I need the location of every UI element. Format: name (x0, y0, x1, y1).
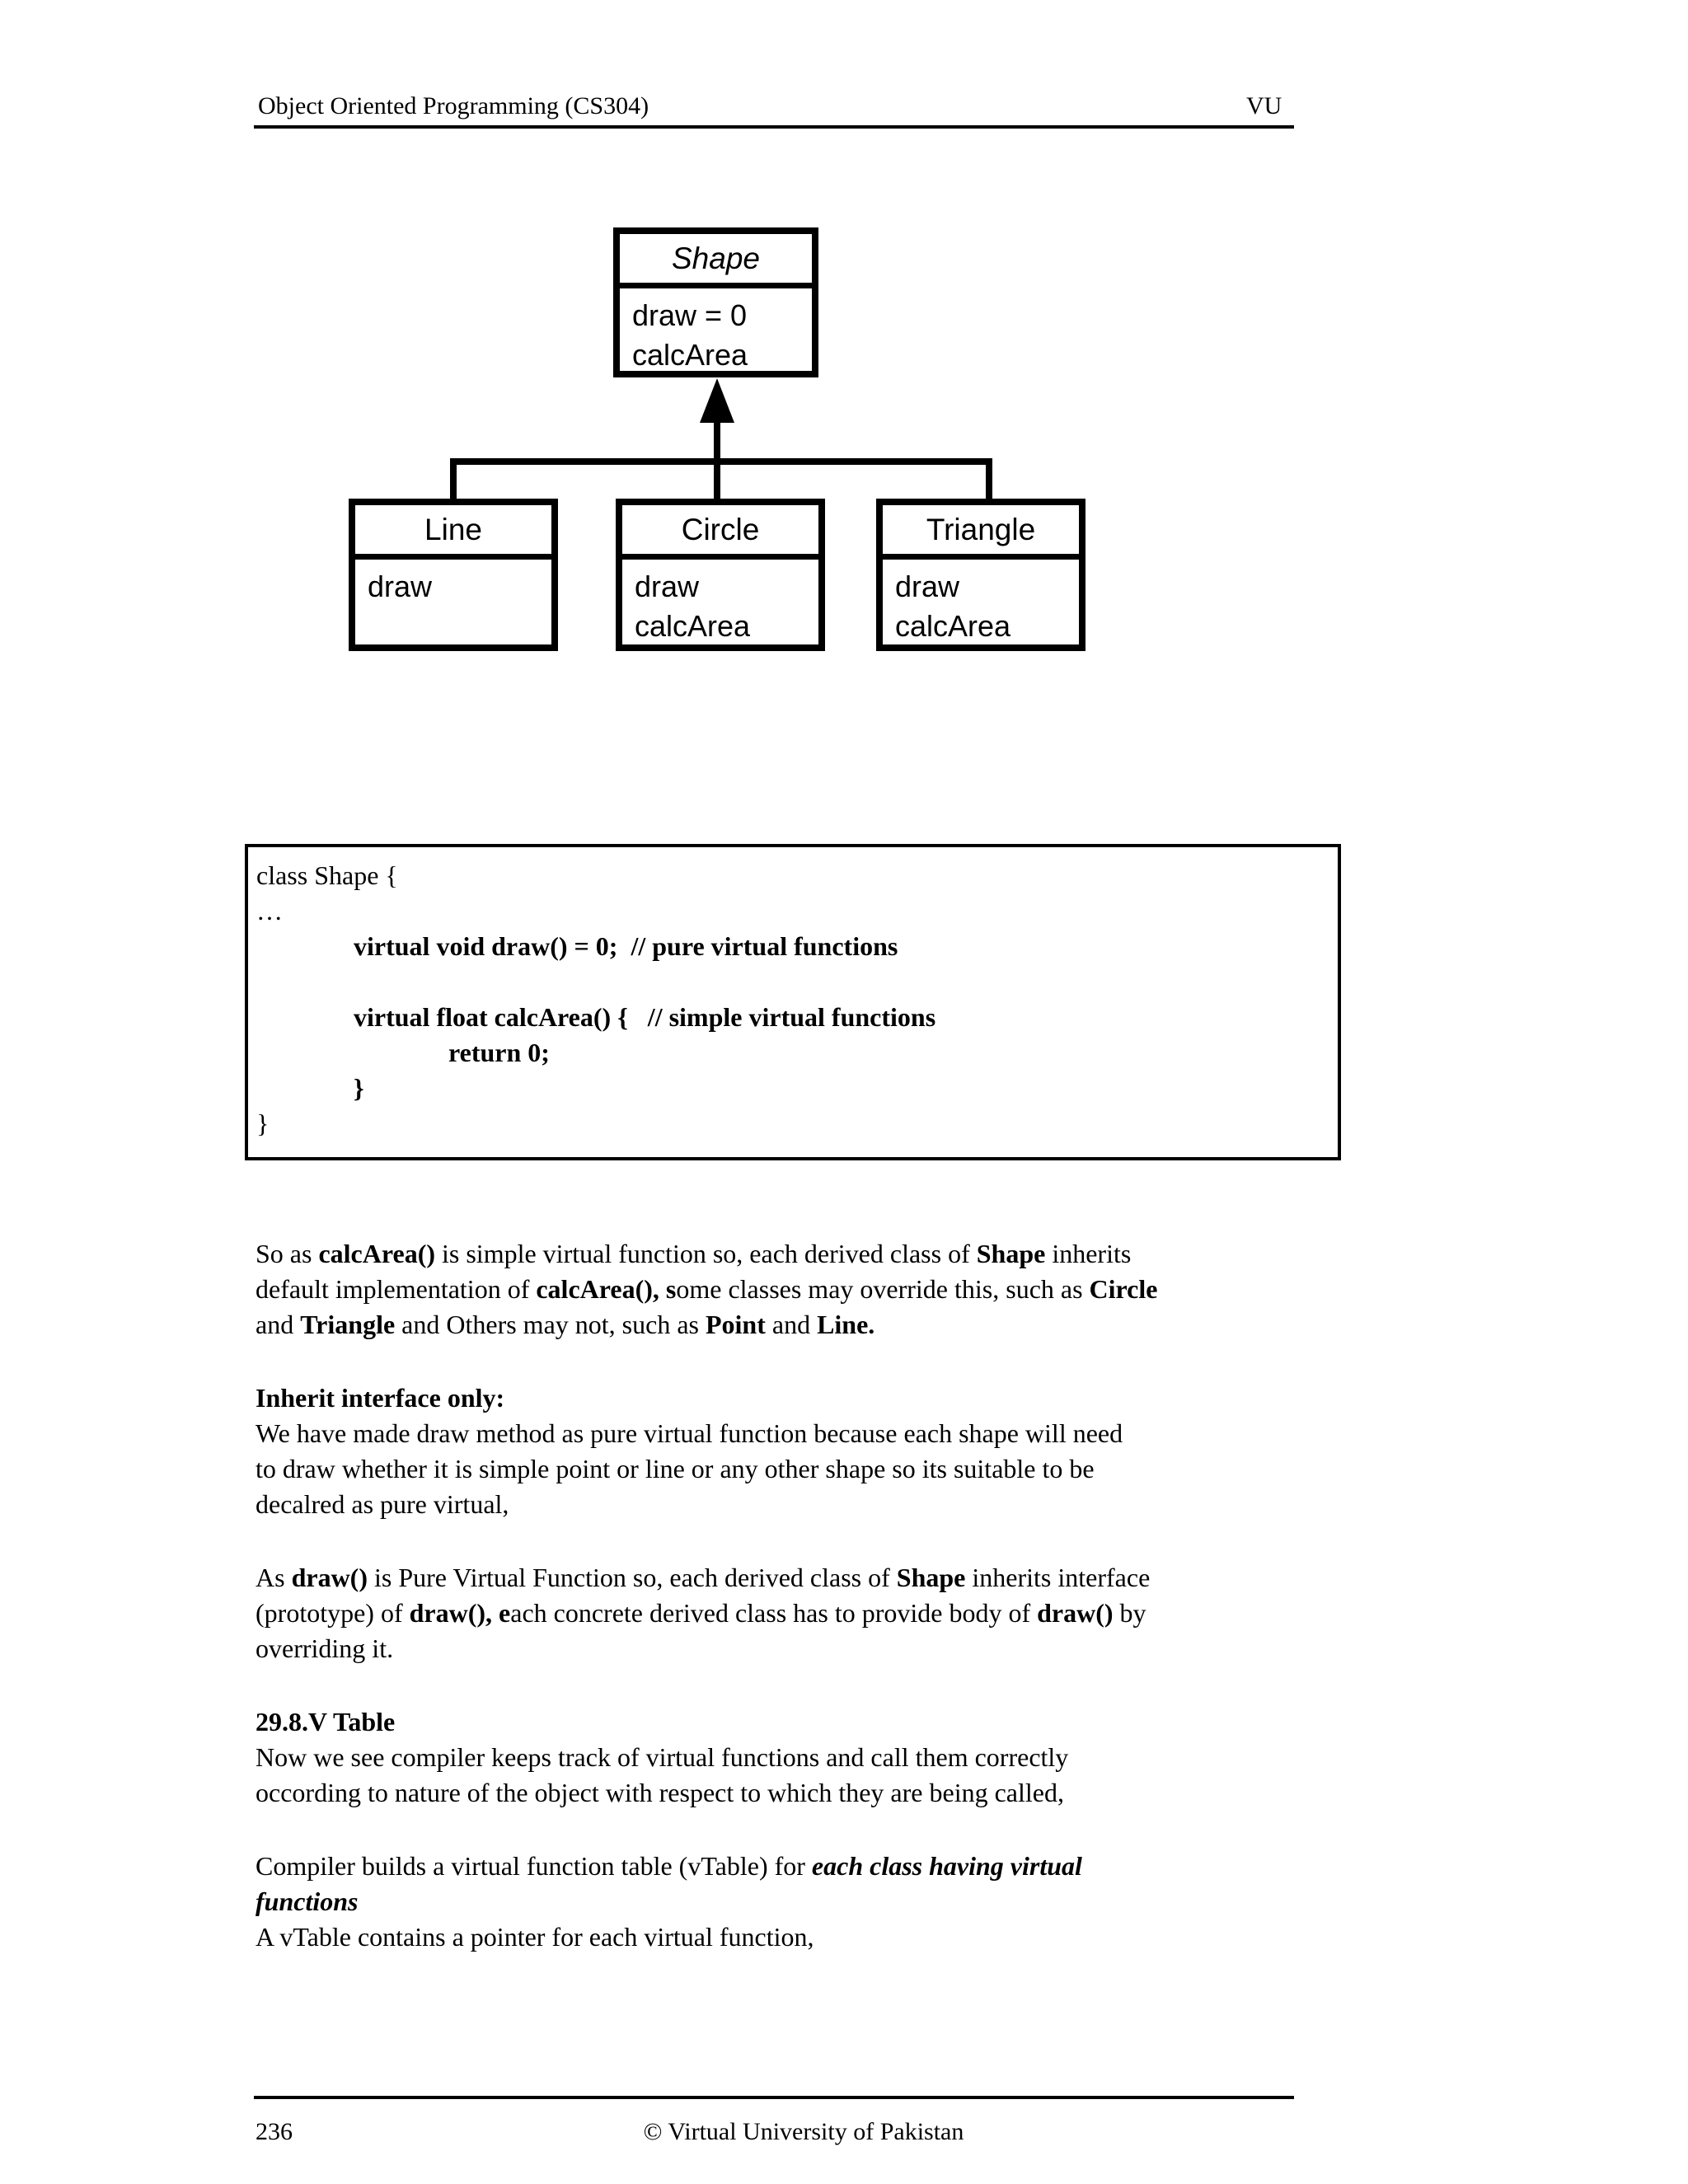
emphasized-text: draw(), e (409, 1598, 511, 1628)
emphasized-text: calcArea() (318, 1239, 435, 1268)
text-line: 29.8.V Table (256, 1704, 1319, 1740)
plain-text: overriding it. (256, 1633, 394, 1663)
plain-text: ome classes may override this, such as (676, 1274, 1090, 1304)
text-line: to draw whether it is simple point or li… (256, 1451, 1319, 1487)
plain-text: (prototype) of (256, 1598, 410, 1628)
plain-text: As (256, 1563, 292, 1592)
class-box-shape: Shape draw = 0 calcArea (613, 227, 818, 377)
class-members-shape: draw = 0 calcArea (620, 288, 812, 375)
connector-stub-line (450, 458, 457, 499)
plain-text: ach concrete derived class has to provid… (510, 1598, 1038, 1628)
class-title-triangle: Triangle (883, 505, 1079, 560)
class-box-triangle: Triangle draw calcArea (876, 499, 1085, 651)
emphasized-text: draw() (291, 1563, 368, 1592)
plain-text: inherits (1045, 1239, 1132, 1268)
header-title: Object Oriented Programming (CS304) (258, 92, 649, 120)
emphasized-text: Triangle (300, 1310, 396, 1339)
connector-stub-circle (986, 458, 992, 499)
emphasized-text: calcArea(), s (536, 1274, 677, 1304)
emphasized-text: 29.8.V Table (256, 1707, 396, 1736)
plain-text: and (765, 1310, 818, 1339)
plain-text: Compiler builds a virtual function table… (256, 1851, 812, 1881)
text-line: Inherit interface only: (256, 1380, 1319, 1416)
member-item: calcArea (895, 609, 1011, 643)
emphasized-text: Line. (817, 1310, 875, 1339)
footer-rule (254, 2096, 1294, 2099)
plain-text: decalred as pure virtual, (256, 1489, 509, 1519)
inheritance-arrow-line (714, 416, 720, 499)
code-line: … (256, 896, 283, 926)
class-members-triangle: draw calcArea (883, 560, 1079, 646)
body-text: So as calcArea() is simple virtual funct… (256, 1236, 1319, 1993)
connector-horizontal-line (450, 458, 992, 465)
paragraph: Compiler builds a virtual function table… (256, 1849, 1319, 1955)
class-title-line: Line (355, 505, 551, 560)
text-line: default implementation of calcArea(), so… (256, 1272, 1319, 1307)
text-line: decalred as pure virtual, (256, 1487, 1319, 1522)
code-line: return 0; (448, 1038, 550, 1067)
footer-page-number: 236 (256, 2118, 293, 2145)
plain-text: default implementation of (256, 1274, 537, 1304)
class-box-line: Line draw (349, 499, 558, 651)
header-course-code: VU (1246, 92, 1282, 120)
member-item: draw (368, 569, 433, 603)
emphasized-text: Circle (1089, 1274, 1158, 1304)
plain-text: A vTable contains a pointer for each vir… (256, 1922, 814, 1952)
plain-text: occording to nature of the object with r… (256, 1778, 1064, 1807)
emphasized-text: Shape (896, 1563, 966, 1592)
class-members-circle: draw calcArea (622, 560, 818, 646)
paragraph: So as calcArea() is simple virtual funct… (256, 1236, 1319, 1343)
plain-text: So as (256, 1239, 319, 1268)
member-item: draw (635, 569, 700, 603)
text-line: As draw() is Pure Virtual Function so, e… (256, 1560, 1319, 1596)
class-title-circle: Circle (622, 505, 818, 560)
emphasized-text: functions (256, 1886, 359, 1916)
plain-text: inherits interface (965, 1563, 1151, 1592)
text-line: So as calcArea() is simple virtual funct… (256, 1236, 1319, 1272)
footer-copyright: © Virtual University of Pakistan (643, 2118, 964, 2145)
emphasized-text: Point (705, 1310, 766, 1339)
header-rule (254, 125, 1294, 129)
code-line: class Shape { (256, 860, 398, 890)
text-line: (prototype) of draw(), each concrete der… (256, 1596, 1319, 1631)
plain-text: by (1113, 1598, 1146, 1628)
class-title-shape: Shape (620, 234, 812, 288)
code-line: } (354, 1073, 364, 1103)
inheritance-arrowhead-icon (700, 378, 734, 423)
plain-text: to draw whether it is simple point or li… (256, 1454, 1095, 1483)
member-item: calcArea (635, 609, 751, 643)
text-line: We have made draw method as pure virtual… (256, 1416, 1319, 1451)
text-line: and Triangle and Others may not, such as… (256, 1307, 1319, 1343)
member-item: draw (895, 569, 960, 603)
plain-text: is Pure Virtual Function so, each derive… (367, 1563, 897, 1592)
code-listing-box: class Shape { … virtual void draw() = 0; /… (245, 844, 1341, 1160)
class-box-circle: Circle draw calcArea (616, 499, 825, 651)
plain-text: is simple virtual function so, each deri… (435, 1239, 977, 1268)
code-line: virtual float calcArea() { // simple vir… (354, 1002, 936, 1032)
emphasized-text: draw() (1037, 1598, 1114, 1628)
paragraph: As draw() is Pure Virtual Function so, e… (256, 1560, 1319, 1666)
emphasized-text: Inherit interface only: (256, 1383, 505, 1413)
member-item: calcArea (632, 338, 748, 372)
emphasized-text: each class having virtual (811, 1851, 1082, 1881)
text-line: occording to nature of the object with r… (256, 1775, 1319, 1811)
class-members-line: draw (355, 560, 551, 607)
code-line (256, 964, 1338, 1000)
paragraph: Inherit interface only: We have made draw… (256, 1380, 1319, 1522)
emphasized-text: Shape (976, 1239, 1046, 1268)
plain-text: and (256, 1310, 301, 1339)
text-line: Now we see compiler keeps track of virtu… (256, 1740, 1319, 1775)
member-item: draw = 0 (632, 298, 748, 332)
plain-text: We have made draw method as pure virtual… (256, 1418, 1123, 1448)
text-line: A vTable contains a pointer for each vir… (256, 1919, 1319, 1955)
plain-text: Now we see compiler keeps track of virtu… (256, 1742, 1069, 1772)
text-line: overriding it. (256, 1631, 1319, 1666)
text-line: Compiler builds a virtual function table… (256, 1849, 1319, 1884)
plain-text: and Others may not, such as (395, 1310, 706, 1339)
code-line: } (256, 1108, 270, 1138)
code-line: virtual void draw() = 0; // pure virtual… (354, 931, 898, 961)
text-line: functions (256, 1884, 1319, 1919)
